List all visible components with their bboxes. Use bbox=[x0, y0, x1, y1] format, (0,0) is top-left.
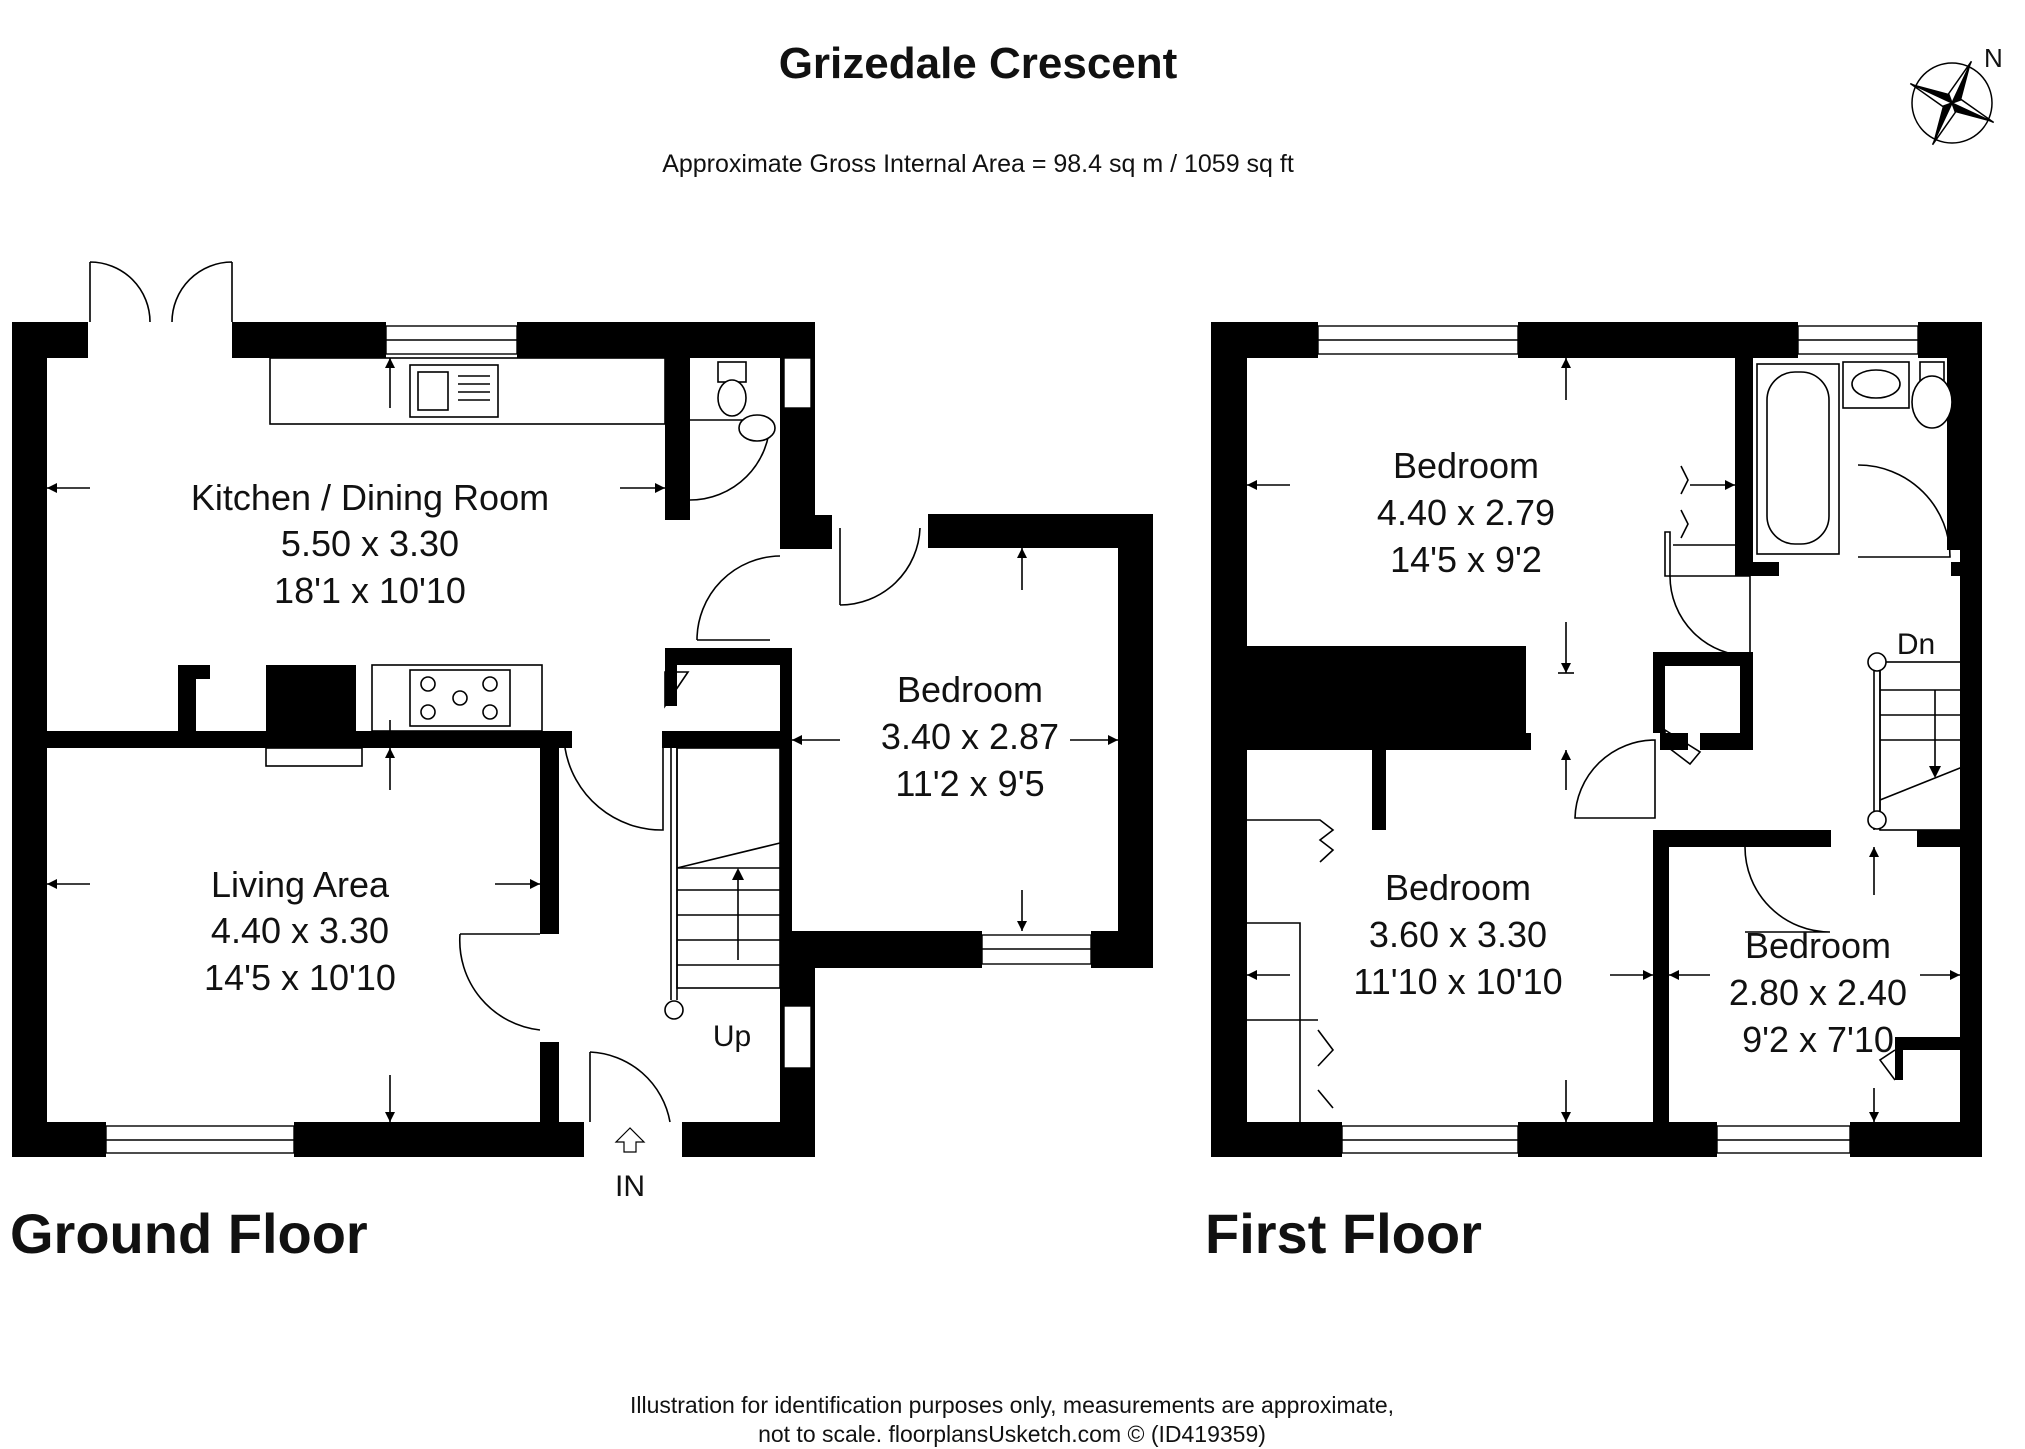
room-imperial-size: 11'2 x 9'5 bbox=[895, 763, 1044, 804]
plan-title: Grizedale Crescent bbox=[779, 39, 1178, 88]
ground-floor-label: Ground Floor bbox=[10, 1202, 368, 1265]
ground-floor-windows bbox=[105, 325, 1092, 1154]
entrance-arrow-icon bbox=[614, 1127, 646, 1153]
stairs-up-label: Up bbox=[713, 1020, 751, 1053]
room-imperial-size: 14'5 x 10'10 bbox=[204, 957, 396, 998]
hob-icon bbox=[409, 669, 511, 727]
first-floor-doors bbox=[1247, 464, 1951, 1122]
ground-floor-dimension-arrows bbox=[47, 358, 1118, 1122]
room-metric-size: 3.60 x 3.30 bbox=[1369, 914, 1547, 955]
ground-floor-plan: Kitchen / Dining Room 5.50 x 3.30 18'1 x… bbox=[10, 261, 1153, 1265]
room-metric-size: 4.40 x 3.30 bbox=[211, 910, 389, 951]
room-imperial-size: 9'2 x 7'10 bbox=[1742, 1019, 1894, 1060]
first-floor-plan: Bedroom 4.40 x 2.79 14'5 x 9'2 Bedroom 3… bbox=[1205, 322, 1982, 1265]
room-metric-size: 4.40 x 2.79 bbox=[1377, 492, 1555, 533]
room-first-bedroom-1: Bedroom 4.40 x 2.79 14'5 x 9'2 bbox=[1377, 445, 1555, 580]
room-ground-bedroom: Bedroom 3.40 x 2.87 11'2 x 9'5 bbox=[881, 669, 1059, 804]
toilet-icon bbox=[717, 379, 747, 417]
kitchen-fixtures bbox=[265, 357, 666, 767]
room-name: Bedroom bbox=[1385, 867, 1531, 908]
basin-icon bbox=[738, 414, 776, 442]
first-floor-label: First Floor bbox=[1205, 1202, 1482, 1265]
room-name: Bedroom bbox=[1393, 445, 1539, 486]
room-metric-size: 2.80 x 2.40 bbox=[1729, 972, 1907, 1013]
ground-floor-stairs bbox=[664, 747, 781, 1020]
room-name: Bedroom bbox=[1745, 925, 1891, 966]
gross-internal-area: Approximate Gross Internal Area = 98.4 s… bbox=[662, 150, 1294, 178]
room-imperial-size: 18'1 x 10'10 bbox=[274, 570, 466, 611]
disclaimer-line-1: Illustration for identification purposes… bbox=[630, 1392, 1394, 1418]
compass-north-label: N bbox=[1984, 43, 2003, 73]
room-name: Living Area bbox=[211, 864, 390, 905]
room-name: Kitchen / Dining Room bbox=[191, 477, 549, 518]
room-metric-size: 3.40 x 2.87 bbox=[881, 716, 1059, 757]
room-imperial-size: 11'10 x 10'10 bbox=[1353, 961, 1562, 1002]
first-floor-stairs bbox=[1867, 652, 1981, 831]
bathroom-fixtures bbox=[1756, 361, 1953, 555]
toilet-icon bbox=[1911, 375, 1953, 429]
entrance-label: IN bbox=[615, 1170, 645, 1203]
stairs-down-label: Dn bbox=[1897, 628, 1935, 661]
disclaimer-line-2: not to scale. floorplansUsketch.com © (I… bbox=[758, 1421, 1266, 1447]
room-first-bedroom-2: Bedroom 3.60 x 3.30 11'10 x 10'10 bbox=[1353, 867, 1562, 1002]
room-name: Bedroom bbox=[897, 669, 1043, 710]
first-floor-dimension-arrows bbox=[1247, 358, 1960, 1122]
toilet-cistern-icon bbox=[717, 361, 747, 383]
room-imperial-size: 14'5 x 9'2 bbox=[1390, 539, 1542, 580]
room-metric-size: 5.50 x 3.30 bbox=[281, 523, 459, 564]
room-first-bedroom-3: Bedroom 2.80 x 2.40 9'2 x 7'10 bbox=[1729, 925, 1907, 1060]
compass-rose-icon: N bbox=[1909, 43, 2003, 146]
wc-fixtures bbox=[717, 361, 776, 442]
room-kitchen-dining: Kitchen / Dining Room 5.50 x 3.30 18'1 x… bbox=[191, 477, 549, 611]
first-floor-windows bbox=[1317, 325, 1919, 1154]
first-floor-walls bbox=[1211, 322, 1982, 1157]
room-living-area: Living Area 4.40 x 3.30 14'5 x 10'10 bbox=[204, 864, 396, 998]
